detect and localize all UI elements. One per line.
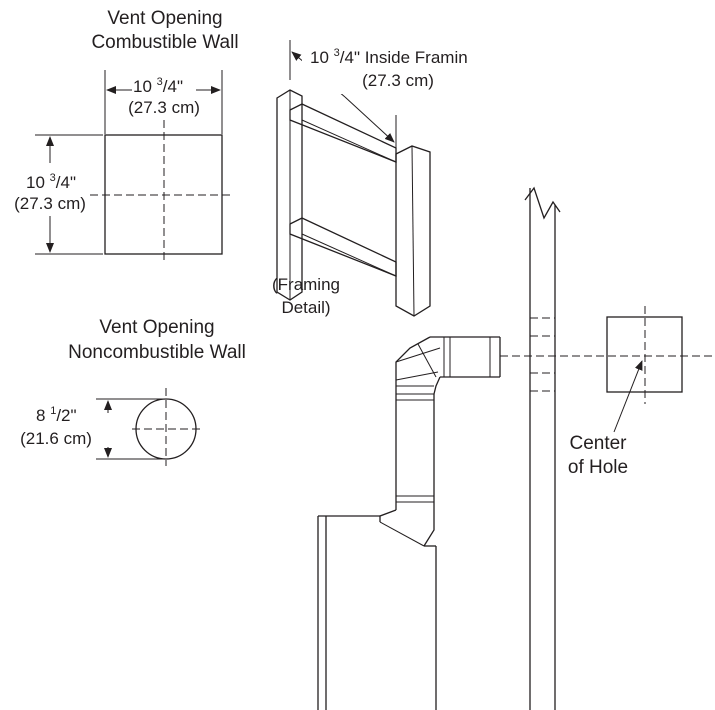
center-pointer-arrow [613,360,643,433]
wall-break-line [524,186,561,220]
exterior-hole-group: Center of Hole [500,306,712,478]
noncombustible-title-line2: Noncombustible Wall [68,342,246,363]
wall-section [524,186,561,710]
noncombustible-wall-group: Vent Opening Noncombustible Wall 8 1/2" … [20,317,246,466]
vent-pipe-assembly [317,336,501,710]
framing-right-post-edge [411,145,415,317]
height-cm-label: (27.3 cm) [14,194,86,213]
width-cm-label: (27.3 cm) [128,98,200,117]
framing-detail-group: 10 3/4" Inside Framin (27.3 cm) (Framing… [272,40,492,317]
framing-top-board [289,103,397,163]
framing-bottom-board [289,217,397,277]
diameter-cm-label: (21.6 cm) [20,429,92,448]
elbow-seam-1 [395,347,441,363]
framing-dim-label: 10 3/4" Inside Framin [310,47,468,67]
combustible-title-line2: Combustible Wall [91,32,238,53]
width-label: 10 3/4" [133,76,183,96]
elbow-seam-2 [395,371,439,381]
transition-left [379,509,397,522]
framing-dim-arrow-right [344,96,395,143]
elbow-inner [433,376,441,395]
transition-right [423,510,435,547]
transition-seam [379,521,425,547]
framing-caption-line2: Detail) [281,298,330,317]
noncombustible-title-line1: Vent Opening [99,317,214,338]
diameter-label: 8 1/2" [36,405,77,425]
combustible-title-line1: Vent Opening [107,8,222,29]
framing-dim-cm-label: (27.3 cm) [362,71,434,90]
center-label-line1: Center [569,433,627,454]
combustible-wall-group: Vent Opening Combustible Wall 10 3/4" (2… [14,8,239,264]
framing-top-board-edge [301,119,397,163]
framing-dim-label-background [302,42,492,94]
framing-caption-line1: (Framing [272,275,340,294]
elbow-seam-3 [417,343,437,378]
height-label: 10 3/4" [26,172,76,192]
framing-bottom-board-edge [301,233,397,277]
center-label-line2: of Hole [568,457,628,478]
elbow-outer [395,336,431,380]
